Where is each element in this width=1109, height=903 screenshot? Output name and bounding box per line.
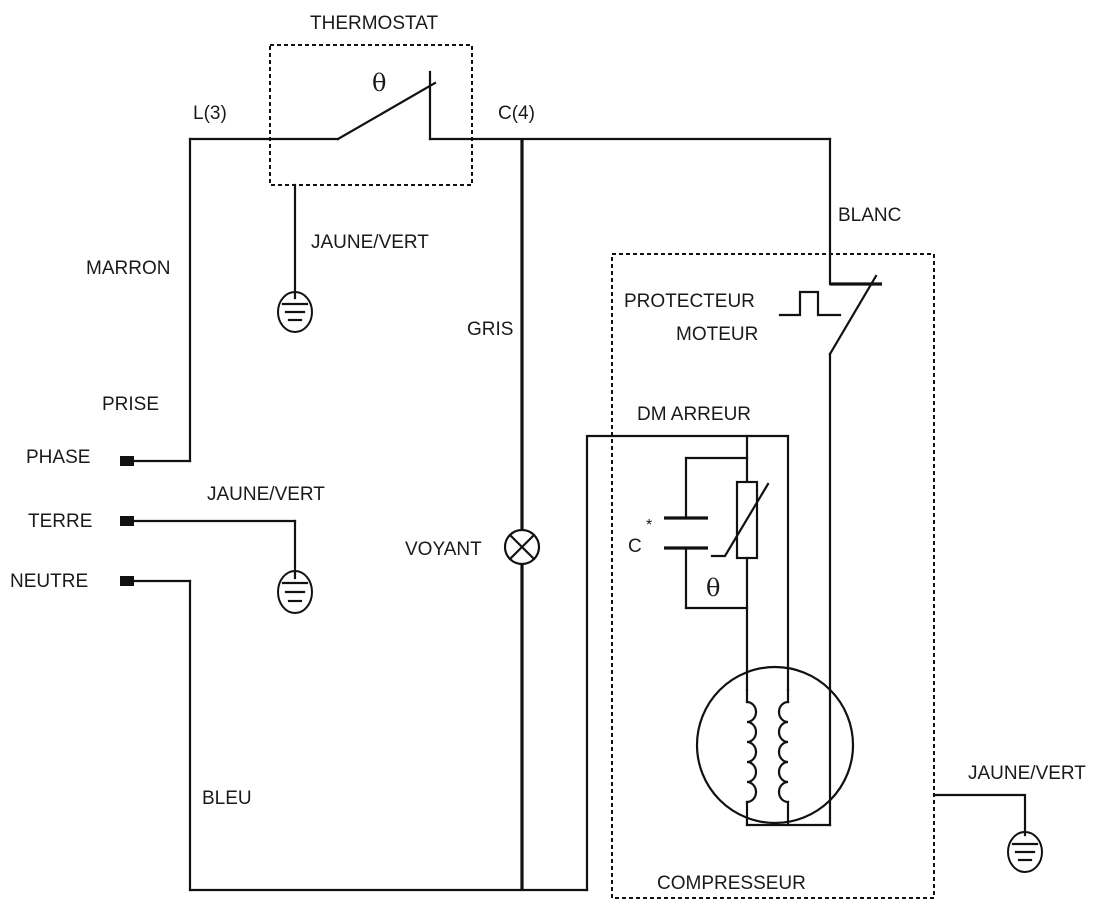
ground-icon	[1007, 831, 1043, 873]
gris-label: GRIS	[467, 319, 513, 340]
winding-coil-icon	[777, 688, 790, 827]
ground-icon	[277, 291, 313, 333]
moteur-label: MOTEUR	[676, 324, 758, 345]
blanc-label: BLANC	[838, 205, 901, 226]
ground-icon	[277, 570, 313, 614]
terre-earth-label: JAUNE/VERT	[207, 484, 325, 505]
thermostat-label: THERMOSTAT	[310, 13, 438, 34]
neutre-terminal	[120, 576, 134, 586]
phase-terminal	[120, 456, 134, 466]
prise-label: PRISE	[102, 394, 159, 415]
motor-protector	[778, 274, 882, 827]
compressor-earth-wire	[932, 793, 1027, 837]
bleu-label: BLEU	[202, 788, 252, 809]
compressor-box	[611, 253, 935, 899]
ptc-theta-label: θ	[706, 574, 720, 602]
compresseur-label: COMPRESSEUR	[657, 873, 806, 894]
compressor-earth-label: JAUNE/VERT	[968, 763, 1086, 784]
protecteur-label: PROTECTEUR	[624, 291, 755, 312]
compressor-motor	[695, 665, 855, 827]
marron-label: MARRON	[86, 258, 170, 279]
phase-label: PHASE	[26, 447, 90, 468]
thermostat-theta-label: θ	[372, 69, 386, 97]
thermostat-earth-label: JAUNE/VERT	[311, 232, 429, 253]
capacitor-label: C	[628, 536, 642, 557]
thermostat-box	[269, 44, 473, 186]
c4-label: C(4)	[498, 103, 535, 124]
thermostat-switch	[188, 70, 832, 141]
winding-coil-icon	[745, 688, 758, 827]
terre-label: TERRE	[28, 511, 92, 532]
l3-label: L(3)	[193, 103, 227, 124]
capacitor-mark: *	[646, 517, 652, 534]
indicator-lamp-icon	[503, 528, 541, 566]
terre-terminal	[120, 516, 134, 526]
starter-label: DM ARREUR	[637, 404, 751, 425]
neutre-label: NEUTRE	[10, 571, 88, 592]
starter-circuit	[585, 434, 790, 892]
voyant-label: VOYANT	[405, 539, 482, 560]
